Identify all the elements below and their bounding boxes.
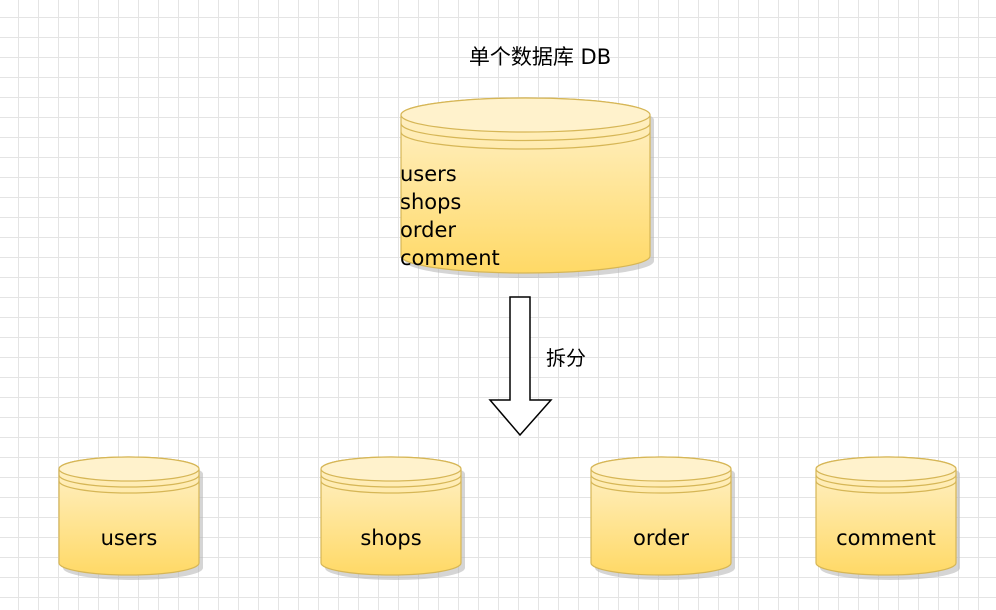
diagram-title: 单个数据库 DB [468, 45, 612, 69]
main-db-table-order: order [400, 218, 456, 242]
main-db-table-list: users shops order comment [400, 160, 650, 272]
users-db-label: users [100, 526, 158, 550]
comment-db-cylinder[interactable] [815, 456, 960, 580]
main-db-table-users: users [400, 162, 457, 186]
comment-db-label: comment [836, 526, 936, 550]
main-db-cylinder[interactable] [400, 97, 654, 278]
order-db-cylinder[interactable] [590, 456, 735, 580]
split-arrow[interactable] [488, 296, 553, 437]
split-arrow-label: 拆分 [546, 346, 586, 370]
main-db-table-comment: comment [400, 246, 500, 270]
users-db-cylinder[interactable] [58, 456, 203, 580]
main-db-table-shops: shops [400, 190, 462, 214]
shops-db-label: shops [360, 526, 422, 550]
shops-db-cylinder[interactable] [320, 456, 465, 580]
order-db-label: order [633, 526, 689, 550]
